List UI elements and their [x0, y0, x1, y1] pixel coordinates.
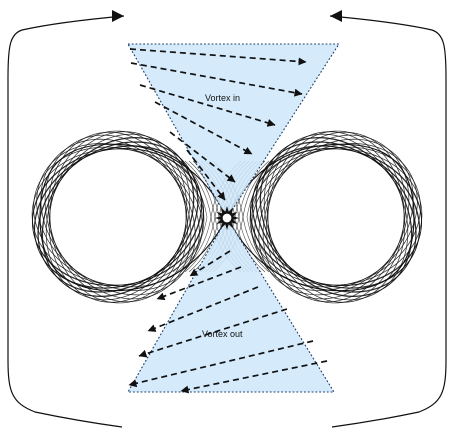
- center-core: [221, 212, 233, 224]
- left-circulation-arrow: [7, 15, 125, 428]
- right-circulation-arrow: [329, 15, 447, 428]
- torus-wireframe: [31, 130, 423, 304]
- vortex-in-label: Vortex in: [205, 93, 240, 103]
- left-arrowhead-icon: [112, 10, 124, 22]
- arrow-out-5: [128, 340, 314, 388]
- arrow-out-6: [180, 360, 328, 394]
- arrow-out-4: [138, 308, 288, 358]
- arrow-in-2: [130, 62, 303, 97]
- arrow-in-6: [186, 149, 226, 201]
- arrow-in-5: [169, 131, 236, 183]
- right-arrowhead-icon: [330, 10, 342, 22]
- vortex-in-cone: [127, 43, 341, 220]
- flow-arrows: [128, 48, 328, 394]
- arrow-out-1: [189, 250, 231, 277]
- arrow-in-4: [154, 101, 253, 155]
- arrow-in-3: [139, 84, 276, 127]
- vortex-out-label: Vortex out: [202, 329, 243, 339]
- star-burst-icon: [214, 205, 240, 231]
- arrow-out-2: [156, 266, 242, 301]
